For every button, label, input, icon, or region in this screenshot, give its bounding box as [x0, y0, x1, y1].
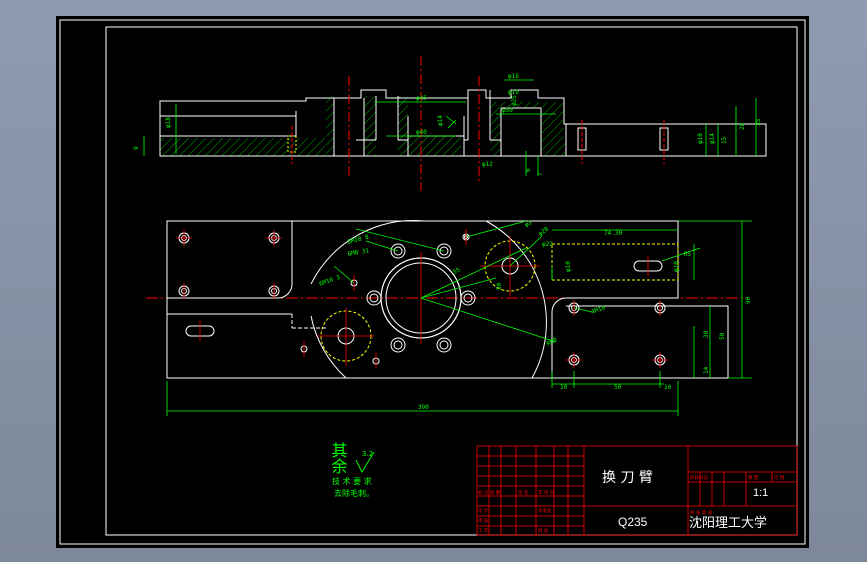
inner-border — [105, 26, 798, 536]
section-outline — [159, 89, 767, 157]
hole-label-d: φ3 — [524, 219, 534, 229]
tb-label-mark: 标 记 — [478, 489, 489, 496]
requirements-title: 技 术 要 求 — [332, 476, 372, 486]
tb-label-date: 年 月 日 — [538, 489, 554, 496]
tb-label-sheet: 共 张 第 张 — [690, 509, 713, 516]
dim-74-30: 74.30 — [604, 230, 622, 237]
tb-label-design: 设 计 — [478, 507, 489, 514]
dim-small-left: 9 — [133, 146, 140, 150]
dim-d7: 7 — [537, 172, 544, 176]
dim-d6: 6 — [525, 168, 532, 172]
dim-10-b: 10 — [664, 384, 672, 391]
tb-label-process: 工 艺 — [478, 528, 489, 534]
roughness-symbol — [355, 451, 375, 474]
dim-d18-left: φ18 — [165, 117, 172, 128]
part-name: 换 刀 臂 — [602, 469, 653, 486]
notes: 其余 3.2 技 术 要 求 去除毛刺。 — [329, 442, 375, 498]
dim-d19: φ19 — [508, 89, 519, 96]
tb-label-sign: 签 名 — [518, 489, 528, 496]
dim-10-a: 10 — [560, 384, 568, 391]
dim-h15: 15 — [721, 136, 728, 144]
requirements-item: 去除毛刺。 — [334, 488, 374, 498]
institution: 沈阳理工大学 — [689, 515, 767, 531]
hole-label-b: 6M8 31 — [347, 247, 370, 258]
dim-30-left: 30 — [703, 330, 710, 338]
dim-d50: φ50 — [502, 107, 513, 114]
dim-50-center: 50 — [496, 282, 503, 290]
section-hatch-left — [160, 138, 325, 156]
hidden-slot — [551, 243, 679, 281]
dim-d16-top: φ16 — [508, 73, 519, 80]
dim-h35: 35 — [755, 118, 762, 126]
dim-r5: R5 — [684, 251, 692, 258]
dim-50-bottom: 50 — [614, 384, 622, 391]
hole-label-f: φ20 — [537, 225, 550, 237]
dim-width: 90 — [745, 296, 752, 304]
dim-d25-right: φ25 — [511, 95, 518, 106]
tb-label-ratio: 比 例 — [774, 474, 785, 481]
tb-label-stage: 阶段标记 — [690, 474, 708, 481]
cad-drawing: φ18 9 φ45 φ40 φ14 φ16 φ50 φ19 φ25 φ12 6 … — [59, 19, 806, 545]
hole-label-g: φ22 — [542, 241, 553, 248]
tb-label-count: 处 数 — [490, 489, 501, 496]
tb-label-review: 审 核 — [478, 517, 489, 524]
dim-50-right: 50 — [719, 332, 726, 340]
hole-label-a: 6M10 8 — [347, 233, 370, 245]
dim-d45: φ45 — [416, 95, 427, 102]
dim-d10-slot: φ10 — [565, 261, 572, 272]
section-view: φ18 9 φ45 φ40 φ14 φ16 φ50 φ19 φ25 φ12 6 … — [133, 56, 767, 191]
dim-d40: φ40 — [416, 129, 427, 136]
tb-label-approved: 批 准 — [538, 527, 549, 534]
dim-h28: 28 — [739, 122, 746, 130]
title-block — [476, 445, 798, 536]
dim-overall-length: 390 — [418, 404, 429, 411]
dim-55: 55 — [452, 266, 462, 276]
outer-border — [59, 19, 806, 545]
dim-d12-bottom: φ12 — [482, 161, 493, 168]
tb-label-weight: 重 量 — [748, 474, 759, 481]
dim-d10-right: φ10 — [673, 261, 680, 272]
hole-label-e: 4M10 — [590, 304, 606, 316]
plan-view: 390 90 74.30 φ10 φ10 R5 30 50 14 10 50 1… — [146, 219, 752, 416]
tb-label-std: 标准化 — [538, 507, 552, 514]
roughness-value: 3.2 — [362, 450, 373, 458]
roughness-heading: 其余 — [329, 442, 348, 475]
dim-14: 14 — [703, 366, 710, 374]
material: Q235 — [618, 515, 648, 529]
hole-label-c: 6M10 3 — [318, 274, 341, 288]
drawing-sheet[interactable]: φ18 9 φ45 φ40 φ14 φ16 φ50 φ19 φ25 φ12 6 … — [56, 16, 809, 548]
dim-r80: R80 — [546, 336, 559, 348]
dim-right-a: φ10 — [697, 133, 704, 144]
arc-r80 — [310, 220, 425, 285]
plan-outline — [166, 220, 679, 379]
scale: 1:1 — [753, 487, 768, 499]
dim-d14: φ14 — [437, 115, 444, 126]
dim-right-b: φ14 — [709, 133, 716, 144]
